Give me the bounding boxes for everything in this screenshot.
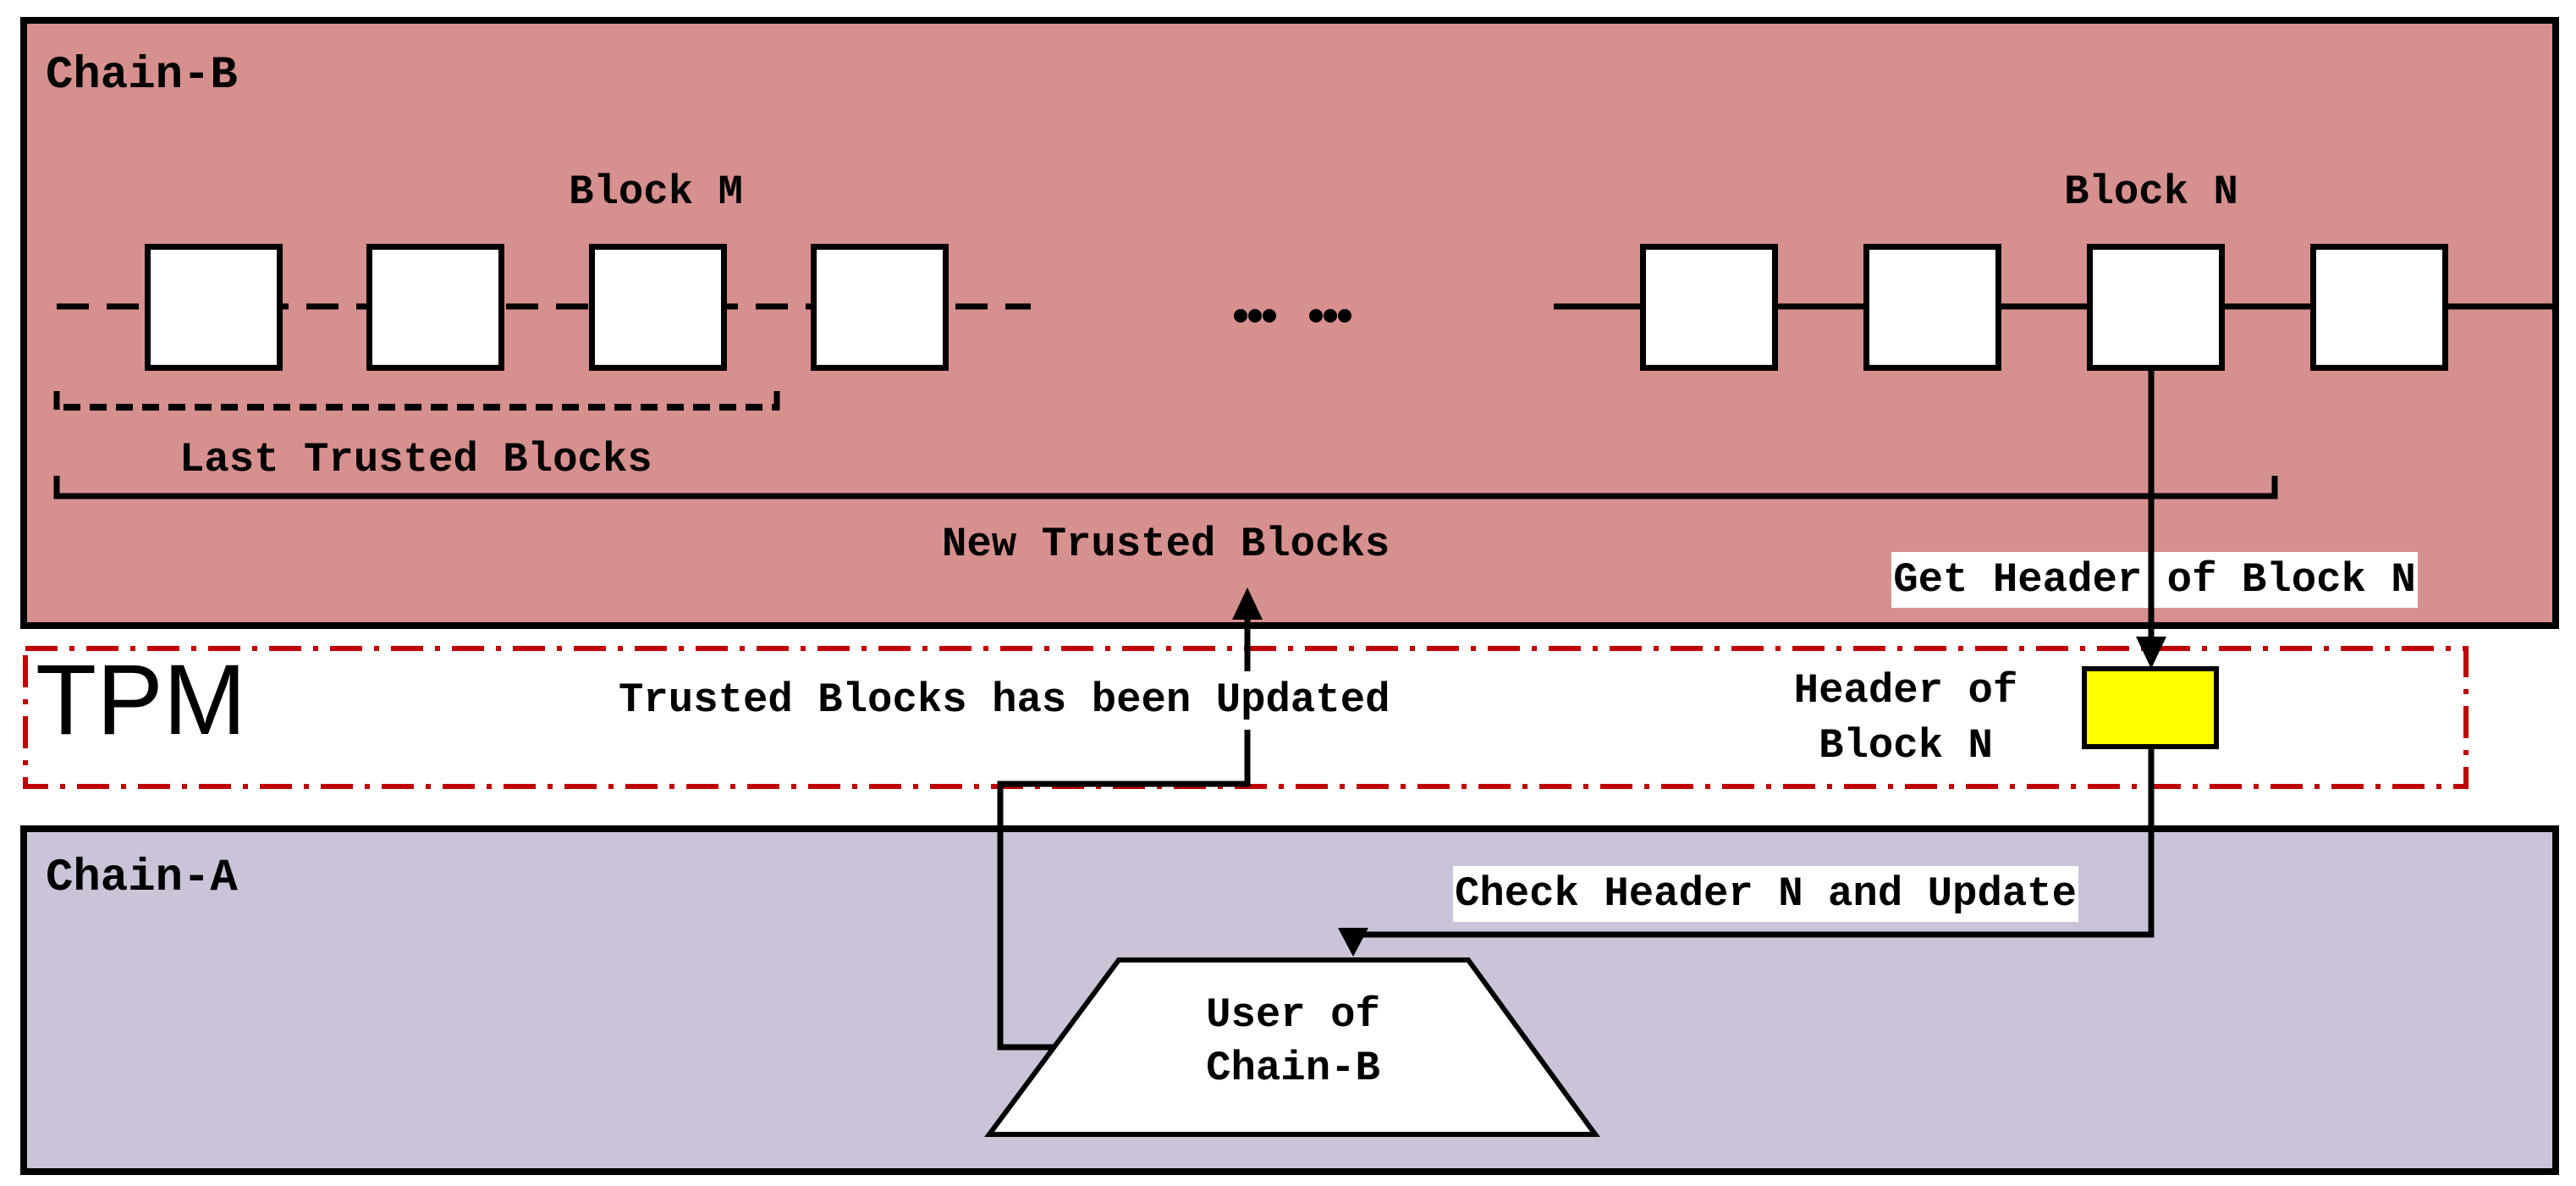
- chain-block-left-4: [811, 244, 949, 371]
- chain-block-right-1: [1640, 244, 1778, 371]
- chain-block-left-3: [589, 244, 727, 371]
- header-of-block-n-box: [2082, 666, 2219, 749]
- new-trusted-blocks-label: New Trusted Blocks: [942, 521, 1390, 568]
- chain-block-left-1: [145, 244, 283, 371]
- chain-b-title: Chain-B: [46, 50, 238, 102]
- chain-block-left-2: [366, 244, 504, 371]
- user-of-line1: User of: [1206, 991, 1380, 1039]
- chain-block-right-2: [1863, 244, 2001, 371]
- header-of-line1: Header of: [1793, 667, 2018, 714]
- ellipsis-dots: [1234, 309, 1351, 323]
- chain-block-right-3: [2087, 244, 2225, 371]
- header-of-block-n-caption: Header of Block N: [1794, 664, 2018, 774]
- tpm-title: TPM: [36, 644, 247, 756]
- update-feedback-line: [997, 730, 1251, 1051]
- chain-block-right-4: [2310, 244, 2448, 371]
- chain-a-title: Chain-A: [46, 852, 238, 904]
- header-of-line2: Block N: [1819, 722, 1993, 770]
- user-of-chain-b-caption: User of Chain-B: [1206, 989, 1380, 1095]
- arrowhead-up-new-trusted: [1232, 587, 1263, 620]
- block-n-label: Block N: [2064, 168, 2238, 216]
- header-to-user-line: [1353, 749, 2155, 938]
- block-m-label: Block M: [569, 168, 743, 216]
- last-trusted-blocks-label: Last Trusted Blocks: [179, 436, 652, 483]
- user-of-line2: Chain-B: [1206, 1045, 1380, 1092]
- new-trusted-bracket: [53, 476, 2278, 499]
- arrowhead-into-header-box: [2136, 637, 2166, 669]
- user-of-chain-b-trapezoid: [984, 957, 1600, 1137]
- get-header-of-block-n-label: Get Header of Block N: [1891, 552, 2418, 608]
- arrowhead-into-user: [1338, 928, 1368, 957]
- trusted-blocks-updated-label: Trusted Blocks has been Updated: [619, 676, 1390, 724]
- check-header-n-and-update-label: Check Header N and Update: [1453, 866, 2078, 922]
